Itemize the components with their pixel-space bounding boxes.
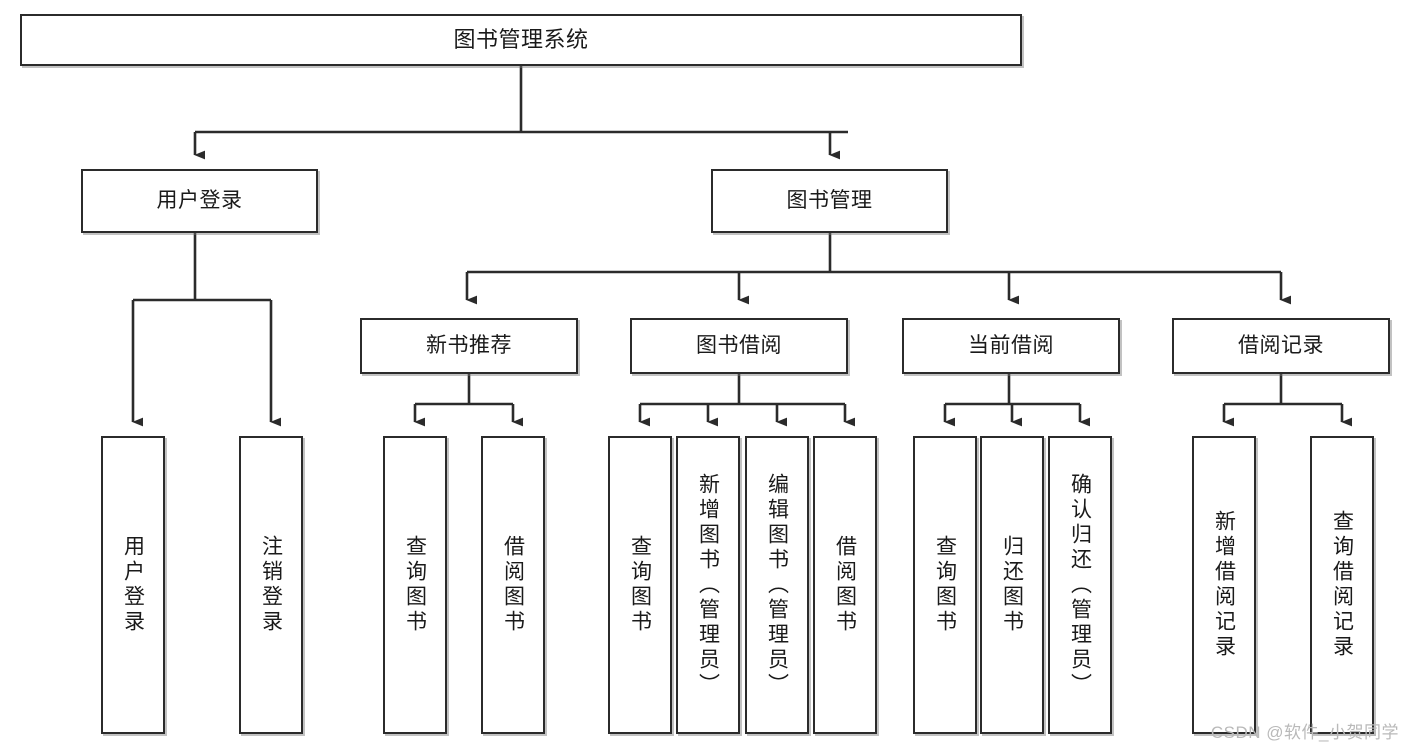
node-label: 用户登录 [156,188,243,212]
node-label: 编辑图书（管理员） [765,472,789,698]
node-leaf-query-book-2[interactable]: 查询图书 [608,436,672,734]
node-label: 确认归还（管理员） [1068,472,1092,698]
node-label: 图书借阅 [696,333,782,357]
node-label: 借阅记录 [1238,333,1324,357]
node-label: 新增图书（管理员） [696,472,720,698]
node-leaf-borrow-book-2[interactable]: 借阅图书 [813,436,877,734]
node-label: 新增借阅记录 [1212,510,1236,660]
node-user-login[interactable]: 用户登录 [81,169,318,233]
node-leaf-logout-login[interactable]: 注销登录 [239,436,303,734]
node-leaf-borrow-book-1[interactable]: 借阅图书 [481,436,545,734]
node-label: 图书管理系统 [453,27,589,53]
node-book-manage[interactable]: 图书管理 [711,169,948,233]
csdn-watermark: CSDN @软件_小贺同学 [1210,723,1399,742]
node-leaf-query-book-1[interactable]: 查询图书 [383,436,447,734]
node-label: 查询图书 [933,535,957,635]
node-leaf-query-book-3[interactable]: 查询图书 [913,436,977,734]
node-label: 查询图书 [628,535,652,635]
node-leaf-add-record[interactable]: 新增借阅记录 [1192,436,1256,734]
node-leaf-confirm-return[interactable]: 确认归还（管理员） [1048,436,1112,734]
node-label: 查询借阅记录 [1330,510,1354,660]
node-label: 查询图书 [403,535,427,635]
node-leaf-edit-book[interactable]: 编辑图书（管理员） [745,436,809,734]
node-new-book-recommend[interactable]: 新书推荐 [360,318,578,374]
node-leaf-add-book[interactable]: 新增图书（管理员） [676,436,740,734]
node-label: 注销登录 [259,535,283,635]
node-label: 当前借阅 [968,333,1054,357]
node-leaf-user-login[interactable]: 用户登录 [101,436,165,734]
node-borrow-record[interactable]: 借阅记录 [1172,318,1390,374]
node-label: 用户登录 [121,535,145,635]
node-leaf-query-record[interactable]: 查询借阅记录 [1310,436,1374,734]
node-label: 图书管理 [786,188,873,212]
node-label: 新书推荐 [426,333,512,357]
node-label: 归还图书 [1000,535,1024,635]
node-current-borrow[interactable]: 当前借阅 [902,318,1120,374]
node-leaf-return-book[interactable]: 归还图书 [980,436,1044,734]
node-book-borrow[interactable]: 图书借阅 [630,318,848,374]
node-root-book-management-system[interactable]: 图书管理系统 [20,14,1022,66]
node-label: 借阅图书 [833,535,857,635]
node-label: 借阅图书 [501,535,525,635]
